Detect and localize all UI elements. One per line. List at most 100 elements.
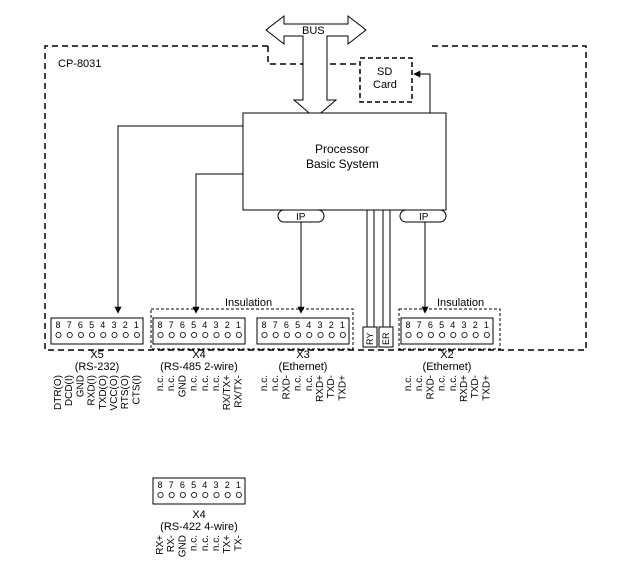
x5-signal: VCC(O) [109, 375, 120, 411]
device-label: CP-8031 [58, 58, 101, 70]
x5-pin-number: 6 [78, 320, 83, 330]
x2-pin-hole [405, 331, 412, 338]
x4a-pin-hole [224, 331, 231, 338]
insulation-region-right [398, 308, 501, 350]
sd-card-box [359, 57, 413, 103]
sd-card-label-1: SD [377, 66, 392, 78]
x5-signal: CTS(I) [131, 375, 142, 404]
x2-signal: n.c. [448, 375, 459, 391]
x5-name: X5 [90, 349, 103, 361]
er-label: ER [381, 332, 391, 345]
x4a-pin-number: 8 [158, 320, 163, 330]
x5-pin-number: 2 [123, 320, 128, 330]
x5-pin-hole [66, 331, 73, 338]
x3-signal: n.c. [270, 375, 281, 391]
x2-pin-number: 6 [428, 320, 433, 330]
x4b-signal: n.c. [200, 535, 211, 551]
x4b-signal: n.c. [189, 535, 200, 551]
x5-connector-box [50, 317, 144, 345]
x2-pin-number: 1 [484, 320, 489, 330]
x4a-pin-number: 5 [191, 320, 196, 330]
x5-pin-number: 1 [134, 320, 139, 330]
sd-card-label-2: Card [373, 79, 397, 91]
x5-pin-hole [122, 331, 129, 338]
x3-signal: n.c. [259, 375, 270, 391]
x4a-pin-hole [168, 331, 175, 338]
ip-box-x2 [399, 209, 447, 223]
x2-pin-hole [472, 331, 479, 338]
insulation-label-left: Insulation [225, 297, 272, 309]
x3-signal: TXD+ [337, 375, 348, 401]
bus-arrow [265, 14, 367, 119]
x2-pin-number: 8 [406, 320, 411, 330]
x2-pin-number: 2 [473, 320, 478, 330]
x4b-pin-hole [213, 491, 220, 498]
x3-signal: RXD- [281, 375, 292, 399]
x4a-pin-number: 7 [169, 320, 174, 330]
line-to-x4 [192, 173, 243, 314]
x4a-pin-number: 1 [236, 320, 241, 330]
line-ry [366, 210, 375, 327]
insulation-label-right: Insulation [437, 297, 484, 309]
x4a-connector-box [152, 317, 246, 345]
x5-signal: RXD(I) [87, 375, 98, 406]
x4b-type: (RS-422 4-wire) [160, 521, 238, 533]
x4b-pin-hole [202, 491, 209, 498]
x4a-pin-hole [179, 331, 186, 338]
processor-label-2: Basic System [306, 157, 379, 171]
x4a-signal: n.c. [200, 375, 211, 391]
x3-type: (Ethernet) [279, 361, 328, 373]
x3-signal: n.c. [293, 375, 304, 391]
x5-pin-hole [100, 331, 107, 338]
x3-signal: RXD+ [315, 375, 326, 402]
x3-pin-hole [339, 331, 346, 338]
x4b-pin-number: 3 [214, 480, 219, 490]
x2-signal: n.c. [414, 375, 425, 391]
x4b-pin-number: 8 [158, 480, 163, 490]
x3-pin-number: 6 [284, 320, 289, 330]
ry-box [362, 326, 378, 348]
ip-label-x2: IP [419, 212, 429, 223]
processor-box [242, 112, 447, 211]
x2-pin-hole [483, 331, 490, 338]
x5-pin-number: 7 [67, 320, 72, 330]
ip-label-x3: IP [296, 212, 306, 223]
x5-pin-number: 4 [100, 320, 105, 330]
x4a-signal: RX/TX- [233, 375, 244, 408]
x4b-signal: RX+ [155, 535, 166, 555]
x4b-pin-number: 6 [180, 480, 185, 490]
x5-signal: DTR(O) [53, 375, 64, 410]
x5-type: (RS-232) [75, 361, 120, 373]
x4a-signal: n.c. [166, 375, 177, 391]
x5-pin-hole [77, 331, 84, 338]
x4b-signal: RX- [166, 535, 177, 552]
line-to-x5 [114, 125, 243, 314]
x5-signal: TXD(O) [98, 375, 109, 409]
x2-connector-box [400, 317, 494, 345]
x2-pin-hole [416, 331, 423, 338]
x2-type: (Ethernet) [423, 361, 472, 373]
x3-pin-number: 5 [295, 320, 300, 330]
x4a-pin-hole [235, 331, 242, 338]
x4a-type: (RS-485 2-wire) [160, 361, 238, 373]
x2-pin-hole [461, 331, 468, 338]
x4a-signal: RX/TX+ [222, 375, 233, 410]
x4a-pin-hole [191, 331, 198, 338]
x4b-pin-hole [191, 491, 198, 498]
x4a-pin-number: 4 [202, 320, 207, 330]
x4b-pin-number: 1 [236, 480, 241, 490]
x2-pin-number: 4 [450, 320, 455, 330]
x3-signal: n.c. [304, 375, 315, 391]
x3-pin-hole [272, 331, 279, 338]
x4b-signal: TX- [233, 535, 244, 551]
x4b-pin-hole [157, 491, 164, 498]
x3-pin-hole [261, 331, 268, 338]
x2-signal: TXD- [470, 375, 481, 398]
x4b-pin-number: 7 [169, 480, 174, 490]
x2-signal: RXD+ [459, 375, 470, 402]
x2-signal: n.c. [403, 375, 414, 391]
x2-pin-hole [439, 331, 446, 338]
x2-signal: n.c. [437, 375, 448, 391]
x4b-signal: GND [177, 535, 188, 557]
